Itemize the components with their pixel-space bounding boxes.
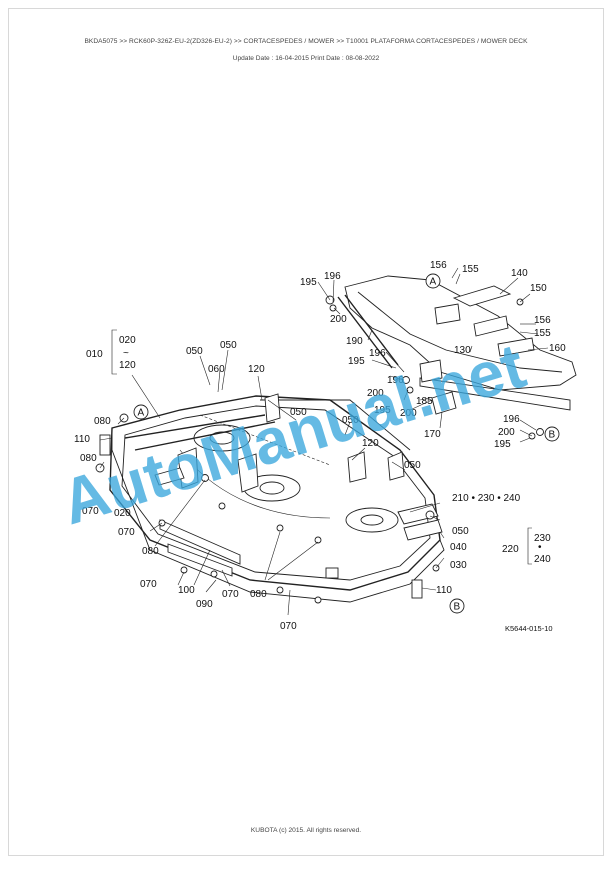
callout-020: 020: [119, 335, 136, 346]
callout-050: 050: [342, 415, 359, 426]
footer-copyright: KUBOTA (c) 2015. All rights reserved.: [250, 827, 362, 834]
callout-050: 050: [186, 346, 203, 357]
callout-090: 090: [196, 599, 213, 610]
callout-080: 080: [142, 546, 159, 557]
callout-160: 160: [549, 343, 566, 354]
breadcrumb: BKDA5075 >> RCK60P-326Z-EU-2(ZD326-EU-2)…: [84, 38, 528, 45]
callout-020: 020: [114, 508, 131, 519]
callout-010: 010: [86, 349, 103, 360]
callout-060: 060: [208, 364, 225, 375]
callout-200: 200: [400, 408, 417, 419]
callout-150: 150: [530, 283, 547, 294]
callout-070: 070: [280, 621, 297, 632]
marker-a: A: [430, 277, 437, 288]
callout-240: 240: [534, 554, 551, 565]
upper-frame-assembly: [325, 275, 577, 440]
callout-070: 070: [140, 579, 157, 590]
callout-200: 200: [498, 427, 515, 438]
callout-100: 100: [178, 585, 195, 596]
callout-196: 196: [387, 375, 404, 386]
callout-200: 200: [330, 314, 347, 325]
callout-155: 155: [534, 328, 551, 339]
mower-deck-drawing: 010 020 ~ 120 050 050 060 120 080 110 08…: [53, 260, 577, 633]
callout-080: 080: [94, 416, 111, 427]
callout-120: 120: [362, 438, 379, 449]
callout-050: 050: [220, 340, 237, 351]
callout-050: 050: [452, 526, 469, 537]
callout-070: 070: [82, 506, 99, 517]
callout-110: 110: [74, 434, 90, 445]
callout-050: 050: [404, 460, 421, 471]
page-frame: [8, 8, 604, 856]
callout-220: 220: [502, 544, 519, 555]
callout-120: 120: [119, 360, 136, 371]
callout-210-230-240: 210 • 230 • 240: [452, 493, 521, 504]
callout-200: 200: [367, 388, 384, 399]
callout-130: 130: [454, 345, 471, 356]
marker-a: A: [138, 408, 145, 419]
callout-195: 195: [348, 356, 365, 367]
callout-185: 185: [416, 396, 433, 407]
callout-110: 110: [436, 585, 452, 596]
callout-195: 195: [374, 405, 391, 416]
marker-a-circle: [133, 404, 149, 420]
callout-tilde: ~: [123, 348, 129, 359]
callout-196: 196: [503, 414, 520, 425]
part-callouts: 010 020 ~ 120 050 050 060 120 080 110 08…: [74, 260, 566, 632]
callout-196: 196: [369, 348, 386, 359]
marker-b: B: [454, 602, 461, 613]
callout-050: 050: [290, 407, 307, 418]
callout-030: 030: [450, 560, 467, 571]
callout-070: 070: [222, 589, 239, 600]
callout-120: 120: [248, 364, 265, 375]
group-bracket-220: [527, 527, 532, 565]
marker-b: B: [549, 430, 556, 441]
callout-190: 190: [346, 336, 363, 347]
callout-156: 156: [430, 260, 447, 271]
callout-196: 196: [324, 271, 341, 282]
callout-dot: •: [538, 542, 542, 553]
group-bracket-010: [111, 329, 117, 375]
marker-b-circle: [544, 426, 560, 442]
callout-156: 156: [534, 315, 551, 326]
callout-080: 080: [250, 589, 267, 600]
leader-lines: [99, 267, 549, 616]
callout-070: 070: [118, 527, 135, 538]
callout-230: 230: [534, 533, 551, 544]
callout-170: 170: [424, 429, 441, 440]
callout-195: 195: [494, 439, 511, 450]
dates-line: Update Date : 16-04-2015 Print Date : 08…: [232, 55, 380, 62]
callout-080: 080: [80, 453, 97, 464]
marker-a-circle: [425, 273, 441, 289]
callout-040: 040: [450, 542, 467, 553]
marker-b-circle: [449, 598, 465, 614]
reference-markers: A A B B: [133, 273, 560, 614]
callout-140: 140: [511, 268, 528, 279]
drawing-code: K5644-015-10: [505, 624, 553, 633]
parts-diagram: 010 020 ~ 120 050 050 060 120 080 110 08…: [0, 250, 612, 650]
callout-155: 155: [462, 264, 479, 275]
callout-195: 195: [300, 277, 317, 288]
